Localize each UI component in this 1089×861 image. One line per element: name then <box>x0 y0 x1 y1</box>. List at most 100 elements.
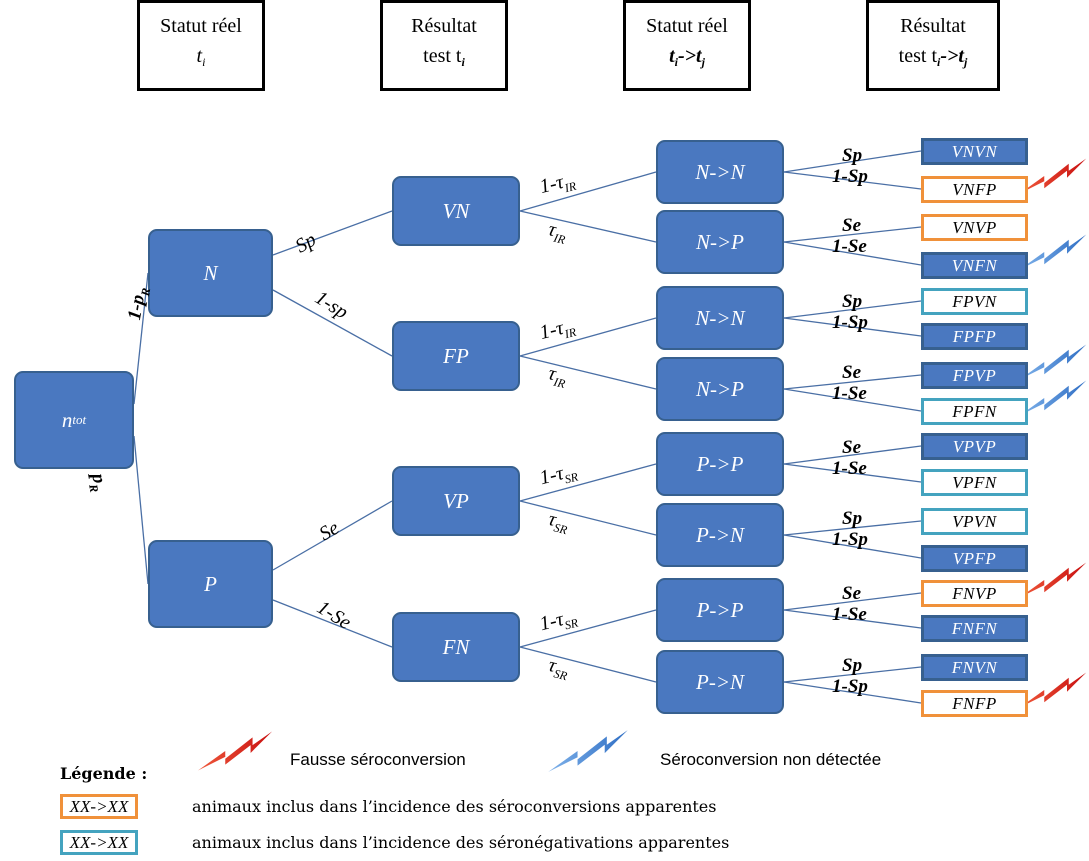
edge-to-leaf <box>783 226 922 243</box>
node-VN: VN <box>392 176 520 246</box>
edge-to-leaf <box>783 317 922 337</box>
blue-lightning-icon <box>1019 380 1087 416</box>
leaf-vpvp: VPVP <box>921 433 1028 460</box>
edge-N-VN <box>272 210 393 256</box>
legend-title: Légende : <box>60 764 148 783</box>
leaf-edge-label: Sp <box>842 508 863 529</box>
node-status: N->N <box>656 286 784 350</box>
edge-to-leaf <box>783 609 922 629</box>
leaf-edge-label: 1-Se <box>832 458 867 479</box>
legend-cyan-label: animaux inclus dans l’incidence des séro… <box>192 833 730 852</box>
node-status: N->P <box>656 210 784 274</box>
edge-to-leaf <box>783 374 922 390</box>
legend-cyan-box: XX->XX <box>60 830 138 855</box>
leaf-vnvp: VNVP <box>921 214 1028 241</box>
header-line: Résultat <box>900 15 966 37</box>
edge-to-status <box>519 646 657 683</box>
header-line: Statut réel <box>160 15 242 37</box>
legend-orange-box: XX->XX <box>60 794 138 819</box>
edge-to-status <box>519 171 657 212</box>
edge-to-leaf <box>783 592 922 611</box>
blue-lightning-icon <box>1019 344 1087 380</box>
edge-to-leaf <box>783 666 922 683</box>
blue-lightning-icon <box>1019 234 1087 270</box>
legend-orange-label: animaux inclus dans l’incidence des séro… <box>192 797 717 816</box>
header-line: ti->tj <box>669 45 705 69</box>
legend-red-bolt-label: Fausse séroconversion <box>290 750 466 769</box>
header-line: Statut réel <box>646 15 728 37</box>
red-lightning-icon <box>197 731 273 771</box>
leaf-edge-label: Sp <box>842 655 863 676</box>
leaf-vnfp: VNFP <box>921 176 1028 203</box>
edge-to-leaf <box>783 150 922 173</box>
leaf-fpvn: FPVN <box>921 288 1028 315</box>
legend-blue-bolt-label: Séroconversion non détectée <box>660 750 882 769</box>
leaf-edge-label: 1-Se <box>832 236 867 257</box>
node-FP: FP <box>392 321 520 391</box>
node-FN: FN <box>392 612 520 682</box>
leaf-fnfp: FNFP <box>921 690 1028 717</box>
leaf-edge-label: 1-Sp <box>832 529 868 550</box>
edge-to-status <box>519 463 657 502</box>
header-line: Résultat <box>411 15 477 37</box>
edge-to-status <box>519 355 657 390</box>
leaf-fnvn: FNVN <box>921 654 1028 681</box>
leaf-fpfp: FPFP <box>921 323 1028 350</box>
leaf-fnfn: FNFN <box>921 615 1028 642</box>
node-status: P->P <box>656 578 784 642</box>
leaf-edge-label: Se <box>842 583 861 604</box>
edge-P-VP <box>272 500 393 571</box>
leaf-edge-label: 1-Sp <box>832 166 868 187</box>
edge-to-leaf <box>783 300 922 319</box>
edge-to-leaf <box>783 241 922 266</box>
leaf-edge-label: Sp <box>842 145 863 166</box>
node-P: P <box>148 540 273 628</box>
red-lightning-icon <box>1019 562 1087 598</box>
header-statut-reel-ti-tj: Statut réel ti->tj <box>623 0 751 91</box>
leaf-vpvn: VPVN <box>921 508 1028 535</box>
leaf-fnvp: FNVP <box>921 580 1028 607</box>
leaf-edge-label: 1-Se <box>832 383 867 404</box>
node-status: N->P <box>656 357 784 421</box>
edge-to-leaf <box>783 445 922 465</box>
header-line: test ti->tj <box>898 45 968 69</box>
edge-to-status <box>519 317 657 357</box>
blue-lightning-icon <box>548 730 628 772</box>
edge-to-leaf <box>783 520 922 536</box>
edges <box>133 150 922 704</box>
node-status: P->N <box>656 503 784 567</box>
leaf-vnfn: VNFN <box>921 252 1028 279</box>
edge-to-leaf <box>783 534 922 559</box>
header-line: ti <box>196 45 206 69</box>
leaf-vpfn: VPFN <box>921 469 1028 496</box>
edge-to-leaf <box>783 463 922 483</box>
edge-to-status <box>519 500 657 536</box>
edge-to-leaf <box>783 681 922 704</box>
leaf-fpfn: FPFN <box>921 398 1028 425</box>
leaf-edge-label: 1-Se <box>832 604 867 625</box>
node-VP: VP <box>392 466 520 536</box>
edge-to-status <box>519 210 657 243</box>
leaf-edge-label: Se <box>842 215 861 236</box>
header-statut-reel-ti: Statut réel ti <box>137 0 265 91</box>
header-resultat-test-ti-tj: Résultat test ti->tj <box>866 0 1000 91</box>
leaf-edge-label: 1-Sp <box>832 676 868 697</box>
leaf-fpvp: FPVP <box>921 362 1028 389</box>
edge-N-FP <box>272 289 393 357</box>
red-lightning-icon <box>1019 158 1087 194</box>
leaf-edge-label: Sp <box>842 291 863 312</box>
node-status: P->P <box>656 432 784 496</box>
edge-to-leaf <box>783 171 922 190</box>
edge-root-N <box>133 272 149 405</box>
leaf-vnvn: VNVN <box>921 138 1028 165</box>
edge-to-leaf <box>783 388 922 412</box>
red-lightning-icon <box>1019 672 1087 708</box>
edge-P-FN <box>272 599 393 648</box>
leaf-edge-label: Se <box>842 437 861 458</box>
header-line: test ti <box>423 45 465 69</box>
header-resultat-test-ti: Résultat test ti <box>380 0 508 91</box>
edge-root-P <box>133 435 149 585</box>
leaf-vpfp: VPFP <box>921 545 1028 572</box>
